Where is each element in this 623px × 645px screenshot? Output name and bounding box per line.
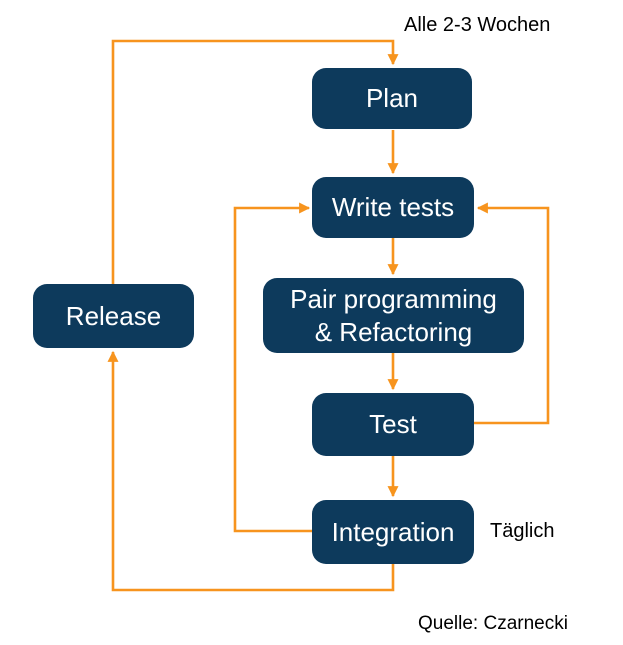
connector-integration-to-release (107, 350, 395, 592)
source-credit-label: Quelle: Czarnecki (418, 613, 568, 634)
connector-release-to-plan (111, 39, 399, 284)
daily-cycle-label: Täglich (490, 520, 555, 542)
node-write-tests: Write tests (312, 177, 474, 238)
iteration-cycle-label: Alle 2-3 Wochen (404, 14, 551, 36)
node-plan-label: Plan (365, 83, 419, 114)
node-pair-programming: Pair programming & Refactoring (263, 278, 524, 353)
node-integration: Integration (312, 500, 474, 564)
node-release: Release (33, 284, 194, 348)
node-test-label: Test (369, 409, 417, 440)
node-pair-programming-label-line2: & Refactoring (314, 316, 473, 347)
connector-test-to-write-tests (474, 202, 550, 425)
node-plan: Plan (312, 68, 472, 129)
connector-integration-to-write-tests (233, 202, 312, 533)
node-write-tests-label: Write tests (331, 192, 455, 223)
node-release-label: Release (65, 300, 162, 331)
node-test: Test (312, 393, 474, 456)
node-pair-programming-label-line1: Pair programming (290, 284, 497, 314)
node-integration-label: Integration (331, 516, 455, 547)
